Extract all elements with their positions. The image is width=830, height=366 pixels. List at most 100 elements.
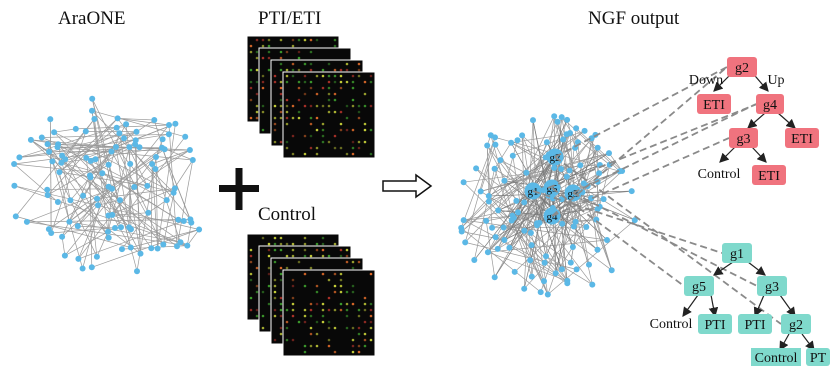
- network-node: [145, 209, 152, 216]
- network-node: [44, 186, 51, 193]
- network-edge: [64, 231, 109, 256]
- network-edge: [91, 110, 109, 232]
- tree-node-g4: g4: [756, 94, 784, 114]
- network-edge: [90, 177, 130, 228]
- network-node: [75, 255, 82, 262]
- network-edge: [463, 168, 562, 183]
- network-edge: [545, 255, 593, 285]
- network-node: [177, 239, 184, 246]
- network-node: [500, 224, 507, 231]
- network-node: [189, 157, 196, 163]
- svg-text:g5: g5: [692, 280, 706, 295]
- network-node: [126, 224, 133, 231]
- network-edge: [111, 151, 164, 245]
- network-node: [38, 134, 45, 141]
- network-edge: [557, 121, 583, 193]
- network-node: [573, 266, 580, 273]
- tree-node-g5: g5: [684, 276, 714, 296]
- network-edge: [49, 119, 52, 234]
- network-node: [589, 281, 596, 288]
- network-node: [132, 137, 139, 144]
- network-node: [552, 270, 559, 277]
- network-node: [11, 161, 18, 167]
- svg-text:PTI: PTI: [745, 318, 766, 333]
- network-node: [134, 268, 140, 275]
- network-node: [471, 257, 478, 263]
- network-edge: [532, 120, 553, 217]
- network-node: [485, 193, 492, 199]
- network-node: [551, 113, 558, 120]
- network-node: [495, 207, 502, 214]
- network-node: [151, 117, 158, 123]
- network-node: [564, 280, 571, 287]
- branch-label-up: Up: [767, 73, 784, 88]
- network-node: [133, 128, 140, 135]
- network-node: [48, 230, 55, 236]
- network-node: [121, 135, 127, 142]
- microarray-slide: [282, 71, 376, 159]
- network-node: [74, 223, 81, 230]
- network-node: [108, 148, 115, 155]
- network-edge: [19, 123, 127, 158]
- network-node: [113, 144, 119, 150]
- network-node: [537, 289, 544, 296]
- network-edges: [13, 98, 200, 272]
- network-edge: [529, 260, 545, 282]
- network-node: [515, 209, 521, 216]
- network-node: [551, 165, 558, 171]
- network-edge: [511, 133, 567, 144]
- network-edge: [504, 215, 553, 241]
- network-node: [484, 249, 491, 256]
- network-node: [462, 239, 469, 246]
- network-node: [67, 197, 74, 204]
- network-node: [608, 267, 615, 274]
- network-node: [105, 212, 112, 219]
- network-edge: [566, 119, 613, 271]
- network-edge: [53, 131, 174, 194]
- network-edge: [91, 110, 174, 193]
- network-node: [136, 144, 143, 151]
- network-edge: [77, 204, 99, 227]
- network-node: [59, 233, 66, 240]
- network-node: [509, 152, 516, 159]
- network-edge: [69, 221, 181, 243]
- network-node: [483, 217, 490, 224]
- network-node: [12, 213, 19, 220]
- tree-node-eti-left: ETI: [697, 94, 731, 114]
- network-node: [23, 218, 30, 225]
- network-node: [523, 169, 530, 176]
- network-node: [563, 173, 570, 180]
- network-node: [180, 218, 187, 224]
- svg-text:ETI: ETI: [791, 132, 813, 147]
- network-node: [105, 234, 112, 241]
- network-edge: [47, 143, 62, 164]
- network-edge: [161, 147, 191, 220]
- pti-eti-title: PTI/ETI: [258, 8, 322, 29]
- network-node: [506, 244, 513, 251]
- network-edge: [97, 199, 121, 206]
- network-node: [596, 170, 603, 177]
- network-node: [616, 168, 623, 175]
- network-edge: [532, 190, 563, 270]
- network-node: [566, 167, 573, 174]
- gene-mapping-lines: [532, 66, 782, 325]
- svg-text:ETI: ETI: [758, 169, 780, 184]
- network-edge: [13, 163, 59, 203]
- network-edge: [486, 145, 490, 197]
- network-edge: [61, 147, 163, 164]
- network-node: [570, 223, 577, 230]
- network-node: [72, 125, 79, 132]
- network-edge: [176, 159, 194, 247]
- network-edge: [498, 210, 553, 217]
- network-edge: [117, 118, 170, 126]
- tree-leaf-control: Control: [698, 167, 741, 182]
- network-node: [586, 261, 592, 268]
- network-node: [491, 165, 498, 172]
- network-node: [460, 179, 467, 186]
- network-edge: [590, 198, 598, 250]
- network-node: [163, 197, 170, 204]
- network-node: [123, 121, 130, 128]
- network-edge: [69, 124, 127, 222]
